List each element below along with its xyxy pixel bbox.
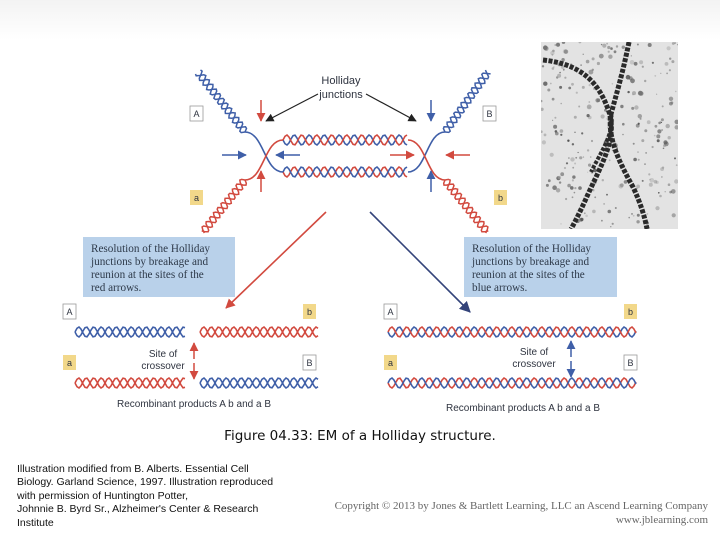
resolution-left-line2: junctions by breakage and [90, 256, 209, 268]
copyright-url: www.jblearning.com [335, 513, 708, 527]
arm-lower-left-a [202, 179, 245, 233]
holliday-junctions-label: Holliday junctions [266, 75, 416, 121]
credit-line4: Johnnie B. Byrd Sr., Alzheimer's Center … [17, 503, 317, 516]
right-top-b [388, 327, 636, 337]
right-label-A: A [387, 307, 393, 317]
em-micrograph [541, 42, 678, 229]
site-right-line2: crossover [512, 359, 556, 370]
junction-arrows [222, 100, 470, 192]
credit-line5: Institute [17, 517, 317, 530]
right-bottom-b [388, 378, 636, 388]
recombinant-products-right: Recombinant products A b and a B [446, 403, 600, 414]
illustration-credit: Illustration modified from B. Alberts. E… [17, 463, 317, 530]
arm-upper-right-b [443, 70, 488, 132]
copyright-notice: Copyright © 2013 by Jones & Bartlett Lea… [335, 499, 708, 527]
site-of-crossover-right: Site of crossover [512, 341, 571, 377]
copyright-line1: Copyright © 2013 by Jones & Bartlett Lea… [335, 499, 708, 513]
holliday-label-line2: junctions [318, 89, 363, 101]
crossing-strand-0 [245, 132, 283, 172]
right-label-B: B [627, 358, 633, 368]
crossing-strand-1 [245, 140, 283, 180]
resolution-left-line3: reunion at the sites of the [91, 269, 204, 281]
credit-line3: with permission of Huntington Potter, [17, 490, 317, 503]
left-label-A: A [66, 307, 72, 317]
resolution-left-line4: red arrows. [91, 282, 142, 294]
site-left-line2: crossover [141, 361, 185, 372]
resolution-right-line3: reunion at the sites of the [472, 269, 585, 281]
right-label-b: b [628, 307, 633, 317]
site-left-line1: Site of [149, 349, 178, 360]
left-label-a: a [67, 358, 72, 368]
resolution-right-line1: Resolution of the Holliday [472, 243, 591, 255]
resolution-left-line1: Resolution of the Holliday [91, 243, 210, 255]
credit-line1: Illustration modified from B. Alberts. E… [17, 463, 317, 476]
right-label-a: a [388, 358, 393, 368]
arm-lower-left-b [202, 180, 247, 232]
flow-arrow-blue [370, 212, 470, 312]
site-right-line1: Site of [520, 347, 549, 358]
pointer-arrow-right [366, 94, 416, 121]
crossing-strand-2 [408, 132, 445, 172]
arm-lower-right-b [445, 179, 488, 233]
resolution-box-right: Resolution of the Holliday junctions by … [464, 237, 617, 297]
resolution-right-line2: junctions by breakage and [471, 256, 590, 268]
site-of-crossover-left: Site of crossover [141, 343, 194, 379]
holliday-label-line1: Holliday [321, 75, 361, 87]
arm-lower-right-a [444, 180, 489, 232]
left-label-B: B [306, 358, 312, 368]
flow-arrow-red [226, 212, 326, 308]
resolution-box-left: Resolution of the Holliday junctions by … [83, 237, 235, 297]
pointer-arrow-left [266, 94, 318, 121]
left-label-b: b [307, 307, 312, 317]
label-B-top: B [486, 109, 492, 119]
credit-line2: Biology. Garland Science, 1997. Illustra… [17, 476, 317, 489]
label-b-top: b [498, 193, 503, 203]
crossing-strand-3 [408, 140, 445, 180]
label-A-top: A [193, 109, 199, 119]
recombinant-products-left: Recombinant products A b and a B [117, 399, 271, 410]
label-a-top: a [194, 193, 199, 203]
resolution-right-line4: blue arrows. [472, 282, 528, 294]
figure-caption: Figure 04.33: EM of a Holliday structure… [0, 428, 720, 444]
